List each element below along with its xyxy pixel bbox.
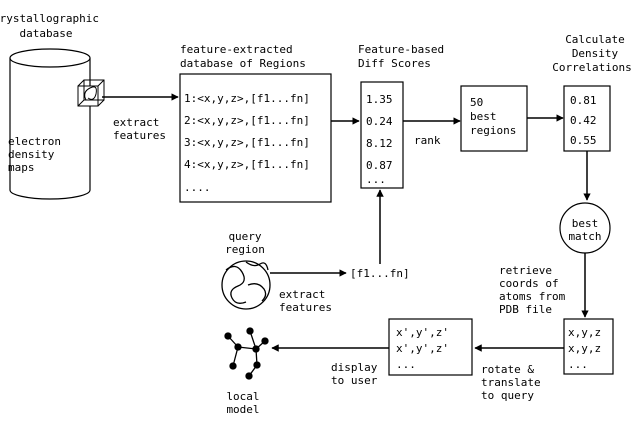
display-line-1: display xyxy=(331,361,378,374)
query-extract-line-1: extract xyxy=(279,288,325,301)
retrieve-line-3: atoms from xyxy=(499,290,566,303)
best-regions-line-3: regions xyxy=(470,124,516,137)
density-title-line-1: Calculate xyxy=(565,33,625,46)
best-regions-line-2: best xyxy=(470,110,497,123)
diff-score-value: ... xyxy=(366,173,386,186)
query-region-icon xyxy=(221,260,271,310)
database-cylinder xyxy=(9,48,91,200)
transformed-row: x',y',z' xyxy=(396,342,449,355)
best-match-line-1: best xyxy=(572,217,599,230)
extract-features-label-line-1: extract xyxy=(113,116,159,129)
rank-label: rank xyxy=(414,134,441,147)
crystallographic-database-group: crystallographic database electron densi… xyxy=(0,12,105,200)
database-contents-line-3: maps xyxy=(8,161,35,174)
density-correlation-value: 0.81 xyxy=(570,94,597,107)
local-model-molecule-icon xyxy=(224,327,269,380)
database-title-line-2: database xyxy=(20,27,73,40)
density-cube-icon xyxy=(77,79,105,107)
regions-db-title-line-2: database of Regions xyxy=(180,57,306,70)
best-match-line-2: match xyxy=(568,230,601,243)
diff-scores-title-line-1: Feature-based xyxy=(358,43,444,56)
coords-row: x,y,z xyxy=(568,326,601,339)
query-label-line-1: query xyxy=(228,230,261,243)
coords-row: x,y,z xyxy=(568,342,601,355)
regions-db-row: .... xyxy=(184,181,211,194)
transformed-row: x',y',z' xyxy=(396,326,449,339)
retrieve-line-4: PDB file xyxy=(499,303,552,316)
density-correlation-value: 0.42 xyxy=(570,114,597,127)
local-model-line-1: local xyxy=(226,390,259,403)
display-line-2: to user xyxy=(331,374,378,387)
retrieve-line-1: retrieve xyxy=(499,264,552,277)
rotate-line-2: translate xyxy=(481,376,541,389)
query-feature-vector: [f1...fn] xyxy=(350,267,410,280)
regions-db-row: 2:<x,y,z>,[f1...fn] xyxy=(184,114,310,127)
local-model-line-2: model xyxy=(226,403,259,416)
database-contents-line-2: density xyxy=(8,148,55,161)
density-title-line-2: Density xyxy=(572,47,619,60)
retrieve-line-2: coords of xyxy=(499,277,559,290)
regions-db-row: 1:<x,y,z>,[f1...fn] xyxy=(184,92,310,105)
regions-db-box xyxy=(179,73,332,203)
diff-scores-title-line-2: Diff Scores xyxy=(358,57,431,70)
coords-box xyxy=(563,318,614,375)
transformed-row: ... xyxy=(396,358,416,371)
diff-score-value: 1.35 xyxy=(366,93,393,106)
database-title-line-1: crystallographic xyxy=(0,12,99,25)
density-correlation-value: 0.55 xyxy=(570,134,597,147)
database-contents-line-1: electron xyxy=(8,135,61,148)
diff-score-value: 0.24 xyxy=(366,115,393,128)
query-extract-line-2: features xyxy=(279,301,332,314)
density-title-line-3: Correlations xyxy=(552,61,631,74)
diff-scores-box xyxy=(360,81,404,189)
regions-db-row: 3:<x,y,z>,[f1...fn] xyxy=(184,136,310,149)
extract-features-label-line-2: features xyxy=(113,129,166,142)
rotate-line-1: rotate & xyxy=(481,363,534,376)
transformed-coords-box xyxy=(388,318,473,376)
coords-row: ... xyxy=(568,358,588,371)
best-regions-line-1: 50 xyxy=(470,96,483,109)
rotate-line-3: to query xyxy=(481,389,534,402)
regions-db-title-line-1: feature-extracted xyxy=(180,43,293,56)
query-label-line-2: region xyxy=(225,243,265,256)
diff-score-value: 0.87 xyxy=(366,159,393,172)
diff-score-value: 8.12 xyxy=(366,137,393,150)
regions-db-row: 4:<x,y,z>,[f1...fn] xyxy=(184,158,310,171)
